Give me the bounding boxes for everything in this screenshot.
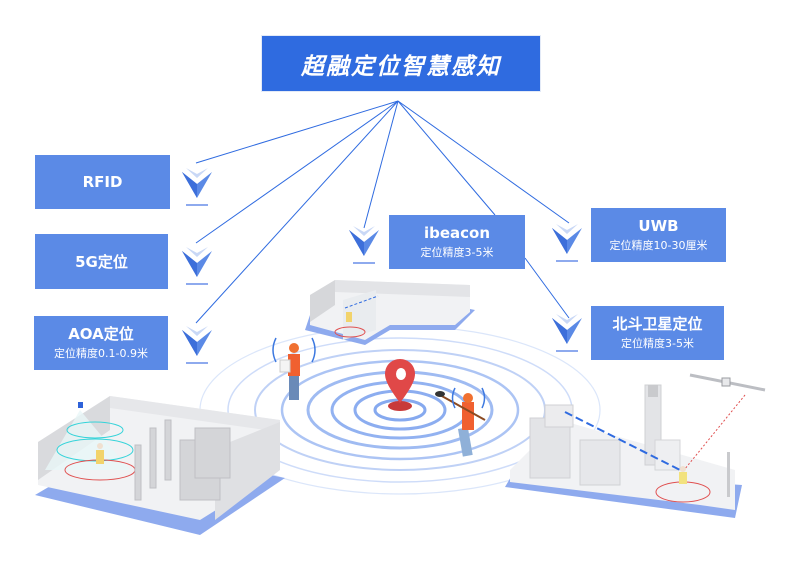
tech-box-aoa: AOA定位 定位精度0.1-0.9米 bbox=[34, 316, 168, 370]
tech-accuracy: 定位精度10-30厘米 bbox=[609, 239, 708, 252]
chevron-down-icon bbox=[349, 226, 379, 264]
tech-name: 5G定位 bbox=[75, 252, 128, 271]
chevron-down-icon bbox=[182, 168, 212, 206]
connector-ibeacon bbox=[397, 100, 496, 216]
tech-name: 北斗卫星定位 bbox=[612, 315, 703, 333]
tech-accuracy: 定位精度0.1-0.9米 bbox=[54, 347, 148, 360]
connector-rfid bbox=[195, 100, 399, 164]
tech-box-5g: 5G定位 bbox=[35, 234, 168, 289]
connector-lines bbox=[195, 100, 570, 324]
aoa-room-scene bbox=[35, 396, 285, 535]
connector-5g bbox=[195, 100, 399, 244]
title-text: 超融定位智慧感知 bbox=[301, 53, 501, 80]
tech-box-rfid: RFID bbox=[35, 155, 170, 209]
connector-ibeacon-arrow bbox=[363, 100, 399, 229]
tech-box-ibeacon: ibeacon 定位精度3-5米 bbox=[389, 215, 525, 269]
chevron-down-icon bbox=[552, 314, 582, 352]
location-pin-icon bbox=[385, 359, 415, 411]
tech-name: AOA定位 bbox=[68, 325, 134, 343]
tech-name: UWB bbox=[638, 217, 679, 235]
connector-uwb bbox=[397, 100, 570, 224]
chevron-down-icon bbox=[182, 247, 212, 285]
tech-accuracy: 定位精度3-5米 bbox=[420, 246, 494, 259]
tech-box-beidou: 北斗卫星定位 定位精度3-5米 bbox=[591, 306, 724, 360]
tech-box-uwb: UWB 定位精度10-30厘米 bbox=[591, 208, 726, 262]
worker-left bbox=[272, 337, 316, 400]
worker-right bbox=[435, 387, 486, 457]
beidou-plant-scene bbox=[505, 384, 746, 518]
title-banner: 超融定位智慧感知 bbox=[262, 36, 540, 91]
tech-name: ibeacon bbox=[423, 224, 491, 242]
chevron-down-icon bbox=[552, 224, 582, 262]
connector-beidou bbox=[524, 257, 570, 319]
satellite-icon bbox=[689, 373, 766, 392]
tech-name: RFID bbox=[82, 173, 123, 191]
tech-accuracy: 定位精度3-5米 bbox=[621, 337, 694, 350]
chevron-down-icon bbox=[182, 326, 212, 364]
ibeacon-office-scene bbox=[305, 280, 475, 345]
connector-aoa bbox=[195, 100, 399, 324]
